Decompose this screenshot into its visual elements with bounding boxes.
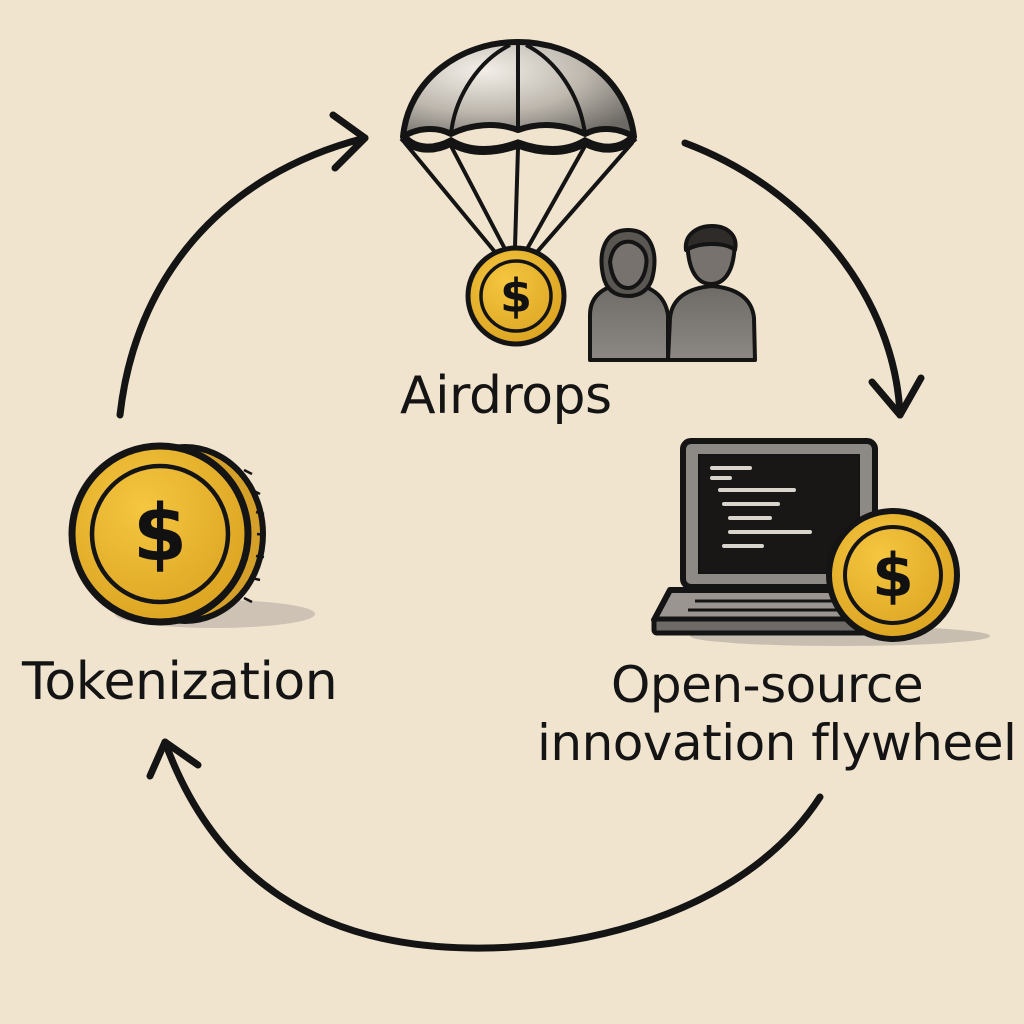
- laptop-coin-icon: $: [826, 508, 960, 642]
- people-icon: [588, 224, 757, 362]
- dollar-sign: $: [872, 541, 914, 611]
- node-label-open-source-line2: innovation flywheel: [537, 714, 1017, 772]
- arrowhead-tokenization: [146, 738, 202, 780]
- node-label-open-source-line1: Open-source: [611, 656, 924, 714]
- arrowhead-airdrops: [329, 111, 369, 172]
- arrow-open-source-to-tokenization: [161, 738, 824, 952]
- code-lines: [710, 466, 812, 548]
- cycle-arrows: [116, 111, 925, 952]
- arrow-tokenization-to-airdrops: [116, 134, 369, 419]
- dollar-sign: $: [133, 489, 187, 579]
- arrow-airdrops-to-open-source: [681, 139, 904, 419]
- node-label-open-source: Open-source innovation flywheel: [537, 656, 1024, 772]
- laptop-code-icon: $: [651, 438, 990, 646]
- arrowhead-open-source: [868, 374, 925, 419]
- node-label-tokenization: Tokenization: [22, 652, 338, 712]
- node-label-airdrops: Airdrops: [400, 366, 612, 426]
- dollar-sign: $: [500, 269, 532, 323]
- parachute-icon: [399, 39, 638, 254]
- airdrop-coin-icon: $: [465, 245, 567, 347]
- token-coin-icon: $: [68, 442, 315, 628]
